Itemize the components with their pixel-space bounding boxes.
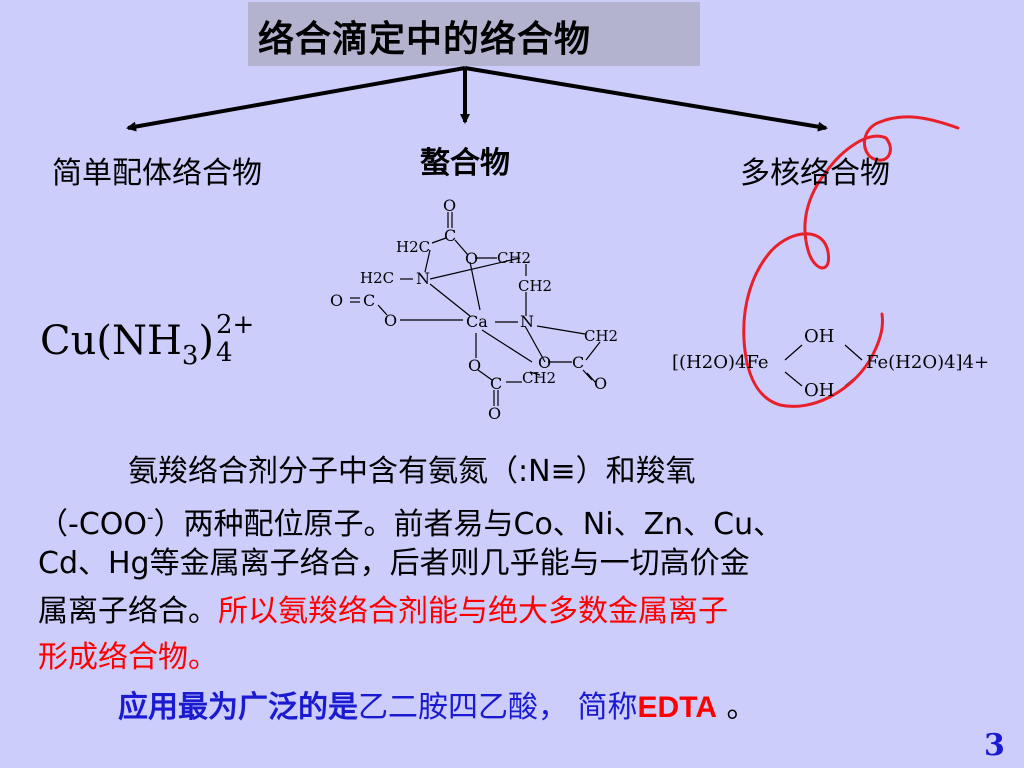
title-box [248,2,700,66]
atom-o-lower-left: O [468,356,482,375]
paragraph-line-2-start: （-COO [38,507,147,542]
paragraph-line-5: 形成络合物。 [38,640,218,675]
chelate-bonds [350,212,601,406]
atom-ch2-bottom: CH2 [522,369,557,387]
red-annotation-scribble [742,115,960,408]
atom-o-top: O [443,196,457,215]
atom-o-upper-ring: O [465,249,479,268]
atom-n-left: N [416,269,430,288]
arrow-right [464,66,828,132]
edta-abbreviation: EDTA [637,691,717,724]
paragraph-line-2-superscript: - [147,507,154,528]
paragraph-line-4: 属离子络合。所以氨羧络合剂能与绝大多数金属离子 [38,590,728,633]
atom-ch2-far-right: CH2 [584,327,619,345]
paragraph-line-4-black: 属离子络合。 [38,594,218,629]
category-chelate: 螯合物 [420,146,510,181]
atom-h2c-top: H2C [396,238,431,256]
category-polynuclear: 多核络合物 [740,156,890,191]
edta-line-normal: 乙二胺四乙酸， 简称 [358,690,638,725]
atom-ch2-right: CH2 [518,277,553,295]
atom-c-left: C [363,291,376,310]
copper-ammine-formula: Cu(NH3)2+4 [40,310,254,371]
atom-o-bottom: O [488,404,502,423]
edta-line-end: 。 [717,690,757,725]
edta-line-bold: 应用最为广泛的是 [118,690,358,725]
atom-n-right: N [520,312,534,331]
atom-o-double-right: O [594,374,608,393]
arrow-left [126,66,466,132]
formula-close: ) [198,318,215,364]
binuclear-oh-bottom: OH [804,380,835,401]
atom-ca: Ca [466,312,488,331]
atom-h2c-left: H2C [360,269,395,287]
paragraph-line-1: 氨羧络合剂分子中含有氨氮（:N≡）和羧氧 [128,454,696,489]
atom-o-left-ring: O [384,311,398,330]
paragraph-line-2: （-COO-）两种配位原子。前者易与Co、Ni、Zn、Cu、 [38,496,783,546]
binuclear-oh-top: OH [804,326,835,347]
atom-c-top: C [444,226,457,245]
category-arrows [126,66,828,132]
formula-sub: 3 [181,341,199,371]
formula-count: 4 [216,338,233,368]
category-simple-ligand: 简单配体络合物 [52,156,262,191]
formula-charge: 2+ [216,310,255,340]
paragraph-line-2-end: ）两种配位原子。前者易与Co、Ni、Zn、Cu、 [153,507,784,542]
binuclear-left: [(H2O)4Fe [672,352,769,373]
binuclear-right: Fe(H2O)4]4+ [866,352,990,373]
atom-ch2-upper-right: CH2 [497,249,532,267]
atom-o-double-left: O [330,291,344,310]
page-title: 络合滴定中的络合物 [258,19,592,60]
atom-o-lower-right: O [538,353,552,372]
page-number: 3 [984,728,1005,763]
formula-base: Cu(NH [40,318,182,364]
paragraph-line-4-red: 所以氨羧络合剂能与绝大多数金属离子 [218,594,728,629]
atom-c-lower-right: C [572,353,585,372]
paragraph-line-3: Cd、Hg等金属离子络合，后者则几乎能与一切高价金 [38,546,750,581]
atom-c-bottom: C [490,374,503,393]
edta-line: 应用最为广泛的是乙二胺四乙酸， 简称EDTA 。 [118,686,757,729]
